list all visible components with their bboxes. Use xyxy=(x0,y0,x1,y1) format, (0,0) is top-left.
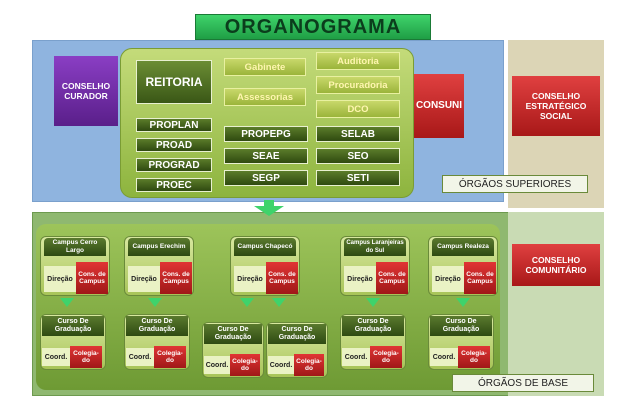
cons-campus-box[interactable]: Cons. de Campus xyxy=(376,262,408,294)
colegiado-box[interactable]: Colegia-do xyxy=(70,346,102,368)
assessorias-box[interactable]: Assessorias xyxy=(224,88,306,106)
campus-title: Campus Erechim xyxy=(128,238,190,256)
arrow-down-icon xyxy=(272,298,286,307)
proad-box[interactable]: PROAD xyxy=(136,138,212,152)
direcao-box[interactable]: Direção xyxy=(128,266,160,292)
campus-title: Campus Laranjeiras do Sul xyxy=(344,238,406,256)
curso-title: Curso De Graduação xyxy=(204,324,262,344)
direcao-box[interactable]: Direção xyxy=(234,266,266,292)
coord-box[interactable]: Coord. xyxy=(204,356,230,374)
procuradoria-box[interactable]: Procuradoria xyxy=(316,76,400,94)
direcao-box[interactable]: Direção xyxy=(344,266,376,292)
proec-box[interactable]: PROEC xyxy=(136,178,212,192)
direcao-box[interactable]: Direção xyxy=(432,266,464,292)
coord-box[interactable]: Coord. xyxy=(126,348,154,366)
arrow-down-icon xyxy=(148,298,162,307)
orgaos-superiores-label: ÓRGÃOS SUPERIORES xyxy=(442,175,588,193)
seo-box[interactable]: SEO xyxy=(316,148,400,164)
arrow-down-icon xyxy=(456,298,470,307)
conselho-estrategico-box[interactable]: CONSELHO ESTRATÉGICO SOCIAL xyxy=(512,76,600,136)
campus-title: Campus Realeza xyxy=(432,238,494,256)
orgaos-base-label: ÓRGÃOS DE BASE xyxy=(452,374,594,392)
campus-title: Campus Chapecó xyxy=(234,238,296,256)
cons-campus-box[interactable]: Cons. de Campus xyxy=(266,262,298,294)
curso-title: Curso De Graduação xyxy=(430,316,492,336)
colegiado-box[interactable]: Colegia-do xyxy=(370,346,402,368)
colegiado-box[interactable]: Colegia-do xyxy=(294,354,324,376)
direcao-box[interactable]: Direção xyxy=(44,266,76,292)
coord-box[interactable]: Coord. xyxy=(268,356,294,374)
proplan-box[interactable]: PROPLAN xyxy=(136,118,212,132)
colegiado-box[interactable]: Colegia-do xyxy=(154,346,186,368)
right-column-lower xyxy=(508,212,604,396)
coord-box[interactable]: Coord. xyxy=(430,348,458,366)
cons-campus-box[interactable]: Cons. de Campus xyxy=(464,262,496,294)
consuni-box[interactable]: CONSUNI xyxy=(414,74,464,138)
arrow-down-icon xyxy=(60,298,74,307)
campus-title: Campus Cerro Largo xyxy=(44,238,106,256)
coord-box[interactable]: Coord. xyxy=(342,348,370,366)
page-title: ORGANOGRAMA xyxy=(195,14,431,40)
cons-campus-box[interactable]: Cons. de Campus xyxy=(160,262,192,294)
seti-box[interactable]: SETI xyxy=(316,170,400,186)
curso-title: Curso De Graduação xyxy=(268,324,326,344)
conselho-curador-box[interactable]: CONSELHO CURADOR xyxy=(54,56,118,126)
arrow-down-icon xyxy=(240,298,254,307)
segp-box[interactable]: SEGP xyxy=(224,170,308,186)
arrow-down-icon xyxy=(254,206,284,216)
gabinete-box[interactable]: Gabinete xyxy=(224,58,306,76)
coord-box[interactable]: Coord. xyxy=(42,348,70,366)
colegiado-box[interactable]: Colegia-do xyxy=(458,346,490,368)
reitoria-box[interactable]: REITORIA xyxy=(136,60,212,104)
colegiado-box[interactable]: Colegia-do xyxy=(230,354,260,376)
selab-box[interactable]: SELAB xyxy=(316,126,400,142)
curso-title: Curso De Graduação xyxy=(126,316,188,336)
prograd-box[interactable]: PROGRAD xyxy=(136,158,212,172)
arrow-stem-icon xyxy=(264,200,274,206)
cons-campus-box[interactable]: Cons. de Campus xyxy=(76,262,108,294)
curso-title: Curso De Graduação xyxy=(42,316,104,336)
seae-box[interactable]: SEAE xyxy=(224,148,308,164)
dco-box[interactable]: DCO xyxy=(316,100,400,118)
arrow-down-icon xyxy=(366,298,380,307)
auditoria-box[interactable]: Auditoria xyxy=(316,52,400,70)
propepg-box[interactable]: PROPEPG xyxy=(224,126,308,142)
curso-title: Curso De Graduação xyxy=(342,316,404,336)
conselho-comunitario-box[interactable]: CONSELHO COMUNITÁRIO xyxy=(512,244,600,286)
